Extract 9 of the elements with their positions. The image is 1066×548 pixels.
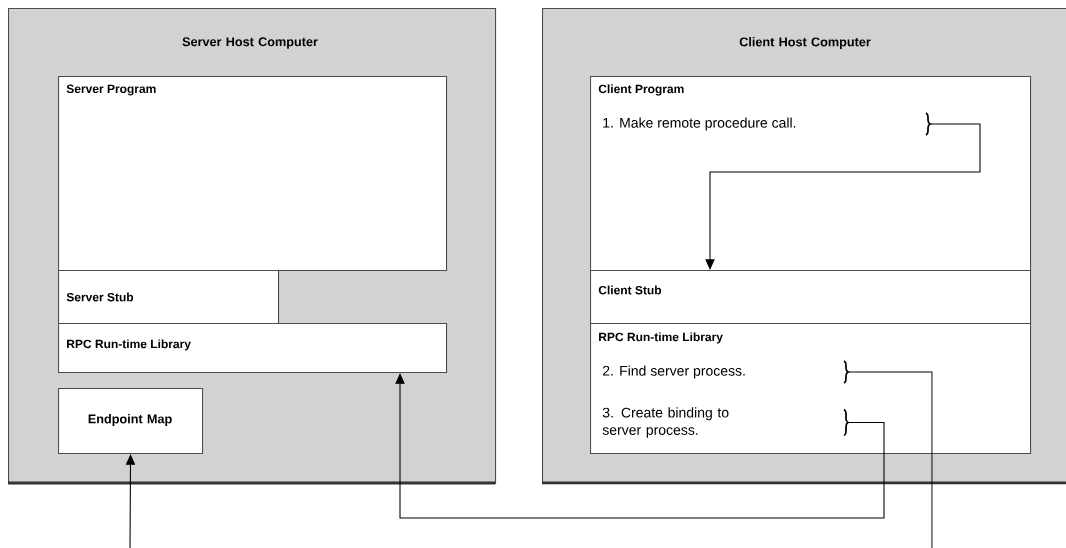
component-box: Server Stub: [58, 270, 280, 325]
component-box: Endpoint Map: [58, 388, 204, 455]
component-box: RPC Run-time Library: [58, 323, 448, 374]
step-text: 3. Create binding to server process.: [602, 407, 729, 438]
arrow: [395, 373, 885, 519]
arrow: [705, 123, 981, 270]
step-text: 1. Make remote procedure call.: [603, 117, 796, 131]
component-box: Client Stub: [590, 270, 1032, 325]
step-text: 2. Find server process.: [603, 365, 745, 379]
